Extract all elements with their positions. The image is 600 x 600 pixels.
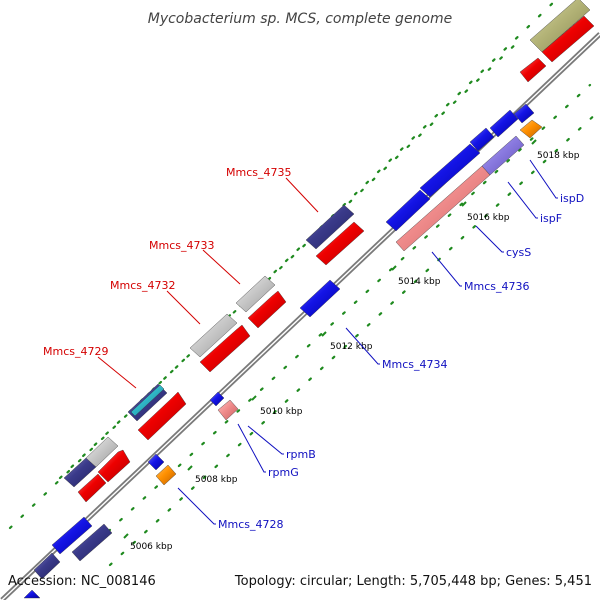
gene-blue-small [147, 453, 165, 471]
leader-rpmg [237, 423, 266, 473]
leader-mmcs-4732 [166, 290, 201, 325]
gene-label-rpmg: rpmG [268, 466, 299, 479]
gene-olive-top [529, 0, 591, 53]
gene-mmcs-4728 [155, 464, 177, 486]
leader-ispd [529, 159, 558, 199]
gene-labels: Mmcs_4735 Mmcs_4733 Mmcs_4732 Mmcs_4729 … [43, 166, 584, 531]
gene-label-mmcs-4735: Mmcs_4735 [226, 166, 291, 179]
gene-ispd [519, 119, 543, 139]
scale-label-5008: 5008 kbp [195, 475, 238, 485]
gene-mmcs-4735 [305, 204, 355, 250]
leader-mmcs-4736 [431, 251, 462, 287]
leader-mmcs-4735 [285, 177, 319, 213]
gene-blue-inner-e [489, 109, 519, 138]
genes-outer-lane-1 [23, 15, 595, 599]
scale-label-5010: 5010 kbp [260, 407, 303, 417]
tick-guide-inner-1 [83, 83, 592, 555]
leader-ispf [507, 181, 538, 219]
gene-blue-inner-b [385, 189, 431, 232]
scale-label-5018: 5018 kbp [537, 151, 580, 161]
gene-navy-inner-a [33, 552, 61, 580]
gene-blue-inner-d [469, 127, 495, 152]
genes-inner-lane-1 [33, 103, 535, 580]
gene-gray-left [85, 436, 119, 468]
map-title: Mycobacterium sp. MCS, complete genome [148, 11, 453, 27]
gene-mmcs-4734 [299, 279, 341, 318]
genes-inner-lane-2 [71, 119, 543, 562]
scale-label-5014: 5014 kbp [398, 277, 441, 287]
gene-label-mmcs-4732: Mmcs_4732 [110, 279, 175, 292]
scale-labels: 5006 kbp 5008 kbp 5010 kbp 5012 kbp 5014… [130, 151, 580, 552]
gene-label-cyss: cysS [506, 246, 531, 259]
gene-blue-edge [23, 589, 41, 599]
leader-mmcs-4729 [97, 356, 137, 389]
leader-mmcs-4728 [177, 487, 216, 525]
scale-label-5006: 5006 kbp [130, 542, 173, 552]
gene-rpmg [209, 391, 225, 407]
leader-mmcs-4734 [345, 327, 380, 365]
gene-mmcs-4732 [189, 313, 238, 358]
gene-label-mmcs-4728: Mmcs_4728 [218, 518, 283, 531]
genes-outer-lane-2 [63, 0, 591, 488]
accession-text: Accession: NC_008146 [8, 574, 156, 589]
tick-guide-outer-1 [58, 38, 522, 480]
gene-label-ispf: ispF [540, 212, 562, 225]
gene-label-mmcs-4734: Mmcs_4734 [382, 358, 447, 371]
leader-mmcs-4733 [202, 249, 241, 285]
gene-label-rpmb: rpmB [286, 448, 316, 461]
scale-label-5012: 5012 kbp [330, 342, 373, 352]
gene-label-mmcs-4733: Mmcs_4733 [149, 239, 214, 252]
gene-blue-inner-f [513, 103, 535, 124]
summary-text: Topology: circular; Length: 5,705,448 bp… [234, 574, 592, 589]
leader-lines [97, 159, 558, 525]
gene-red-lane1-f [315, 221, 365, 266]
scale-label-5016: 5016 kbp [467, 213, 510, 223]
gene-red-lane1-g [519, 57, 547, 83]
gene-blue-inner-c [419, 143, 481, 198]
leader-cyss [475, 225, 504, 253]
gene-rpmb [217, 399, 239, 421]
tick-guide-inner-2 [108, 108, 600, 567]
gene-mmcs-4729-stripe [130, 384, 165, 417]
gene-red-lane1-c [137, 391, 187, 441]
gene-cyss [481, 135, 525, 176]
gene-red-lane1-e [247, 290, 287, 329]
tick-guide-outer-2 [8, 0, 558, 530]
gene-label-mmcs-4729: Mmcs_4729 [43, 345, 108, 358]
leader-rpmb [247, 425, 284, 455]
gene-label-ispd: ispD [560, 192, 584, 205]
gene-red-lane1-b [97, 449, 131, 483]
gene-red-lane1-d [199, 324, 251, 373]
gene-label-mmcs-4736: Mmcs_4736 [464, 280, 529, 293]
gene-mmcs-4733 [235, 275, 276, 313]
gene-red-lane1-a [77, 473, 107, 503]
scale-ticks [123, 139, 537, 539]
gene-red-lane1-h [541, 15, 595, 63]
gene-blue-inner-a [51, 516, 93, 555]
gene-navy-inner-b [71, 523, 113, 562]
